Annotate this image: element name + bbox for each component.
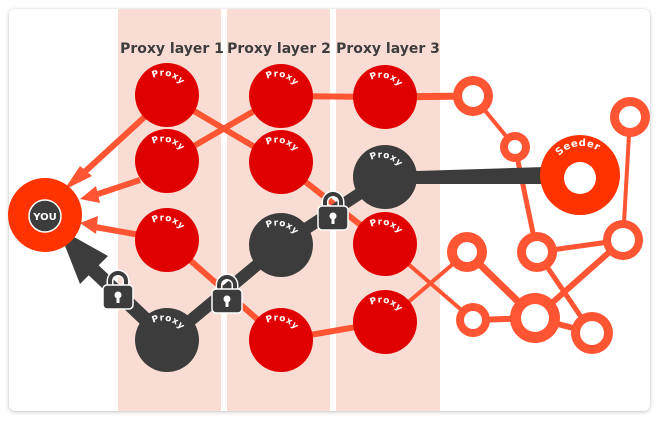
peer-hole bbox=[464, 311, 482, 329]
proxy-node-l2r2[interactable]: Proxy bbox=[249, 130, 313, 194]
you-label: YOU bbox=[32, 212, 57, 223]
lock-icon bbox=[102, 269, 134, 310]
proxy-node-l3r2[interactable]: Proxy bbox=[353, 145, 417, 209]
peer-node[interactable] bbox=[453, 76, 493, 116]
peer-hole bbox=[611, 228, 635, 252]
seeder-node[interactable]: Seeder bbox=[540, 135, 620, 215]
proxy-circle bbox=[249, 64, 313, 128]
proxy-node-l1r3[interactable]: Proxy bbox=[135, 208, 199, 272]
peer-node[interactable] bbox=[510, 293, 560, 343]
proxy-circle bbox=[135, 129, 199, 193]
secure-arrowhead bbox=[58, 228, 108, 284]
proxy-node-l3r1[interactable]: Proxy bbox=[353, 65, 417, 129]
locks bbox=[102, 190, 349, 314]
arrowhead bbox=[80, 216, 98, 234]
proxy-nodes: ProxyProxyProxyProxyProxyProxyProxyProxy… bbox=[135, 63, 417, 372]
proxy-node-l2r4[interactable]: Proxy bbox=[249, 308, 313, 372]
proxy-circle bbox=[249, 213, 313, 277]
peer-hole bbox=[508, 140, 522, 154]
proxy-node-l1r2[interactable]: Proxy bbox=[135, 129, 199, 193]
peer-nodes bbox=[447, 76, 650, 354]
layer-label-3: Proxy layer 3 bbox=[336, 41, 440, 57]
proxy-circle bbox=[249, 308, 313, 372]
peer-hole bbox=[580, 321, 604, 345]
peer-hole bbox=[521, 304, 549, 332]
arrow-l1r2-to-you bbox=[91, 177, 141, 199]
peer-hole bbox=[457, 242, 477, 262]
proxy-node-l3r4[interactable]: Proxy bbox=[353, 290, 417, 354]
proxy-circle bbox=[135, 208, 199, 272]
peer-hole bbox=[619, 106, 641, 128]
layer-label-1: Proxy layer 1 bbox=[120, 41, 224, 57]
arrow-l1r1-to-you bbox=[75, 109, 153, 181]
secure-link-seeder-l3 bbox=[385, 167, 545, 184]
proxy-circle bbox=[353, 290, 417, 354]
proxy-node-l1r4[interactable]: Proxy bbox=[135, 308, 199, 372]
proxy-circle bbox=[353, 212, 417, 276]
you-node[interactable]: YOU bbox=[8, 178, 82, 252]
peer-node[interactable] bbox=[610, 97, 650, 137]
proxy-circle bbox=[135, 308, 199, 372]
proxy-circle bbox=[249, 130, 313, 194]
arrowhead bbox=[64, 166, 92, 190]
peer-node[interactable] bbox=[517, 232, 557, 272]
you-core bbox=[28, 199, 62, 233]
proxy-circle bbox=[353, 145, 417, 209]
proxy-circle bbox=[353, 65, 417, 129]
proxy-node-l1r1[interactable]: Proxy bbox=[135, 63, 199, 127]
peer-node[interactable] bbox=[603, 220, 643, 260]
lock-icon bbox=[211, 273, 243, 314]
arrow-l1r3-to-you bbox=[94, 224, 141, 238]
proxy-circle bbox=[135, 63, 199, 127]
peer-node[interactable] bbox=[456, 303, 490, 337]
incoming-arrows bbox=[64, 109, 153, 238]
arrowhead bbox=[80, 186, 100, 203]
seeder-hole bbox=[564, 162, 596, 194]
peer-node[interactable] bbox=[447, 232, 487, 272]
layer-label-2: Proxy layer 2 bbox=[227, 41, 331, 57]
proxy-node-l3r3[interactable]: Proxy bbox=[353, 212, 417, 276]
proxy-node-l2r3[interactable]: Proxy bbox=[249, 213, 313, 277]
peer-node[interactable] bbox=[571, 312, 613, 354]
peer-node[interactable] bbox=[500, 132, 530, 162]
lock-icon bbox=[317, 190, 349, 231]
peer-hole bbox=[526, 241, 548, 263]
peer-link bbox=[621, 115, 632, 242]
proxy-node-l2r1[interactable]: Proxy bbox=[249, 64, 313, 128]
peer-hole bbox=[462, 85, 484, 107]
